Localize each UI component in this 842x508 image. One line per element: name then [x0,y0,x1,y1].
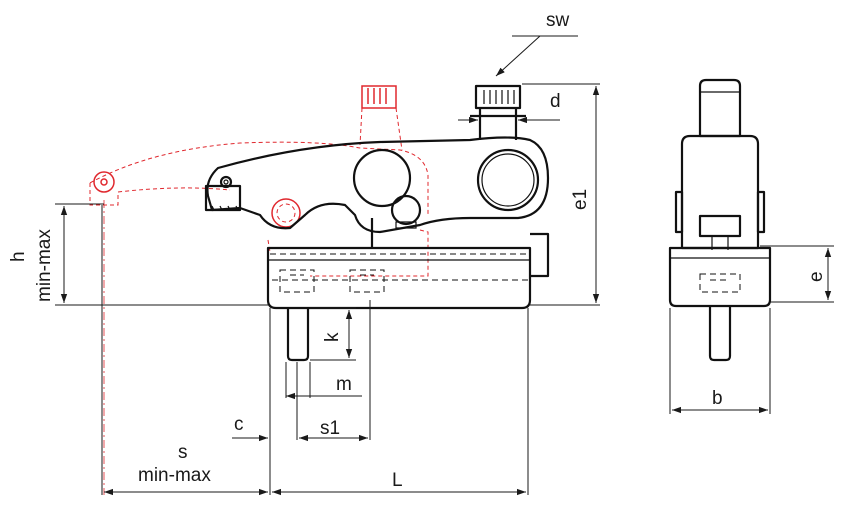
label-s1: s1 [320,418,340,439]
lever-open-position-ghost [89,85,429,495]
front-dimension-lines [669,245,834,414]
front-base [668,246,772,308]
front-spindle [698,78,742,138]
label-b: b [712,388,723,409]
side-view [55,35,600,496]
label-m: m [336,374,352,395]
label-d: d [550,91,561,112]
base-rail [266,218,550,310]
clamping-lever [204,136,550,234]
label-c: c [234,414,244,435]
label-h: h [8,251,29,262]
label-s: s [178,442,188,463]
label-e: e [806,271,827,282]
label-L: L [392,470,403,491]
label-sw: sw [546,10,570,31]
label-s-range: min-max [138,465,211,486]
label-k: k [322,332,343,342]
label-e1: e1 [570,189,591,210]
front-view [668,78,834,414]
clamping-spindle [470,84,526,140]
locating-pin [286,308,310,362]
label-h-range: min-max [34,229,55,302]
dimension-labels: sw d e1 h min-max k m c s1 s min-max L e… [8,10,827,491]
front-pin [708,306,732,362]
front-lever-body [674,134,766,250]
dimension-lines [55,35,600,496]
